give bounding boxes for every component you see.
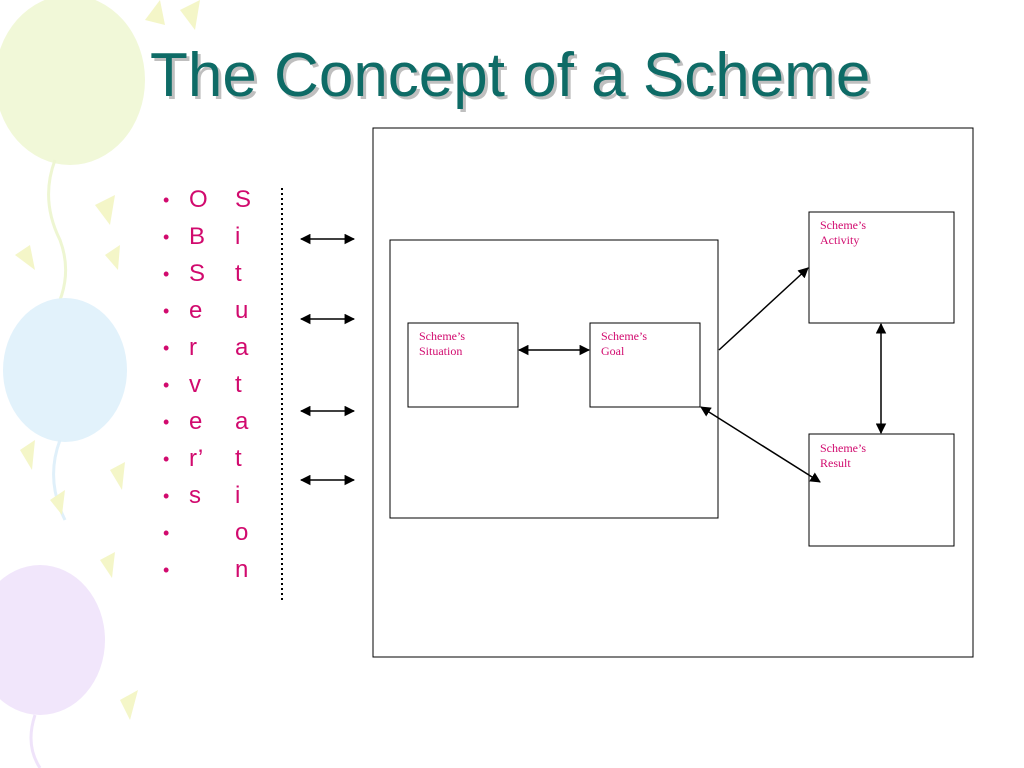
bullet-item: • r a [163, 334, 273, 371]
goal-node-label: Scheme’s Goal [601, 329, 647, 358]
bullet-marker: • [163, 190, 170, 210]
bullet-left-letter: e [189, 297, 203, 324]
bullet-right-letter: a [235, 408, 249, 435]
situation-node [407, 322, 519, 408]
bullet-left-letter: B [189, 223, 206, 250]
bullet-right-letter: i [235, 482, 241, 509]
bullet-left-letter: s [189, 482, 201, 509]
bullet-marker: • [163, 227, 170, 247]
slide-title: The Concept of a Scheme [150, 41, 871, 110]
bullet-marker: • [163, 264, 170, 284]
edge-result-goal [700, 406, 821, 483]
situation-node-label: Scheme’s Situation [419, 329, 465, 358]
bullet-item: •n [163, 556, 273, 593]
bullet-marker: • [163, 412, 170, 432]
bullet-left-letter: r’ [189, 445, 204, 472]
bullet-left-letter: v [189, 371, 201, 398]
bullet-right-letter: i [235, 223, 241, 250]
outer-diagram-frame [372, 127, 974, 658]
bullet-right-letter: t [235, 371, 242, 398]
bullet-left-letter: O [189, 186, 208, 213]
bullet-right-letter: t [235, 445, 242, 472]
result-node [808, 433, 955, 547]
goal-node [589, 322, 701, 408]
bullet-item: • s i [163, 482, 273, 519]
bullet-marker: • [163, 523, 170, 543]
balloon-purple-icon [0, 565, 105, 768]
balloon-green-icon [0, 0, 145, 321]
bullet-right-letter: o [235, 519, 249, 546]
inner-scheme-frame [389, 239, 719, 519]
bullet-item: • v t [163, 371, 273, 408]
bullet-marker: • [163, 449, 170, 469]
bullet-left-letter: S [189, 260, 206, 287]
activity-node-label: Scheme’s Activity [820, 218, 866, 247]
bullet-marker: • [163, 338, 170, 358]
edge-frame-activity [718, 267, 809, 351]
bullet-marker: • [163, 301, 170, 321]
bullet-right-letter: n [235, 556, 249, 583]
bullet-item: • e a [163, 408, 273, 445]
confetti-icon [15, 0, 200, 720]
bullet-right-letter: a [235, 334, 249, 361]
bullet-right-letter: t [235, 260, 242, 287]
result-node-label: Scheme’s Result [820, 441, 866, 470]
bullet-item: •o [163, 519, 273, 556]
bullet-marker: • [163, 375, 170, 395]
bullet-left-letter: e [189, 408, 203, 435]
bullet-right-letter: S [235, 186, 252, 213]
activity-node [808, 211, 955, 324]
bullet-item: • e u [163, 297, 273, 334]
bullet-marker: • [163, 560, 170, 580]
bullet-left-letter: r [189, 334, 197, 361]
bullet-item: • r’ t [163, 445, 273, 482]
bullet-right-letter: u [235, 297, 249, 324]
bullet-marker: • [163, 486, 170, 506]
